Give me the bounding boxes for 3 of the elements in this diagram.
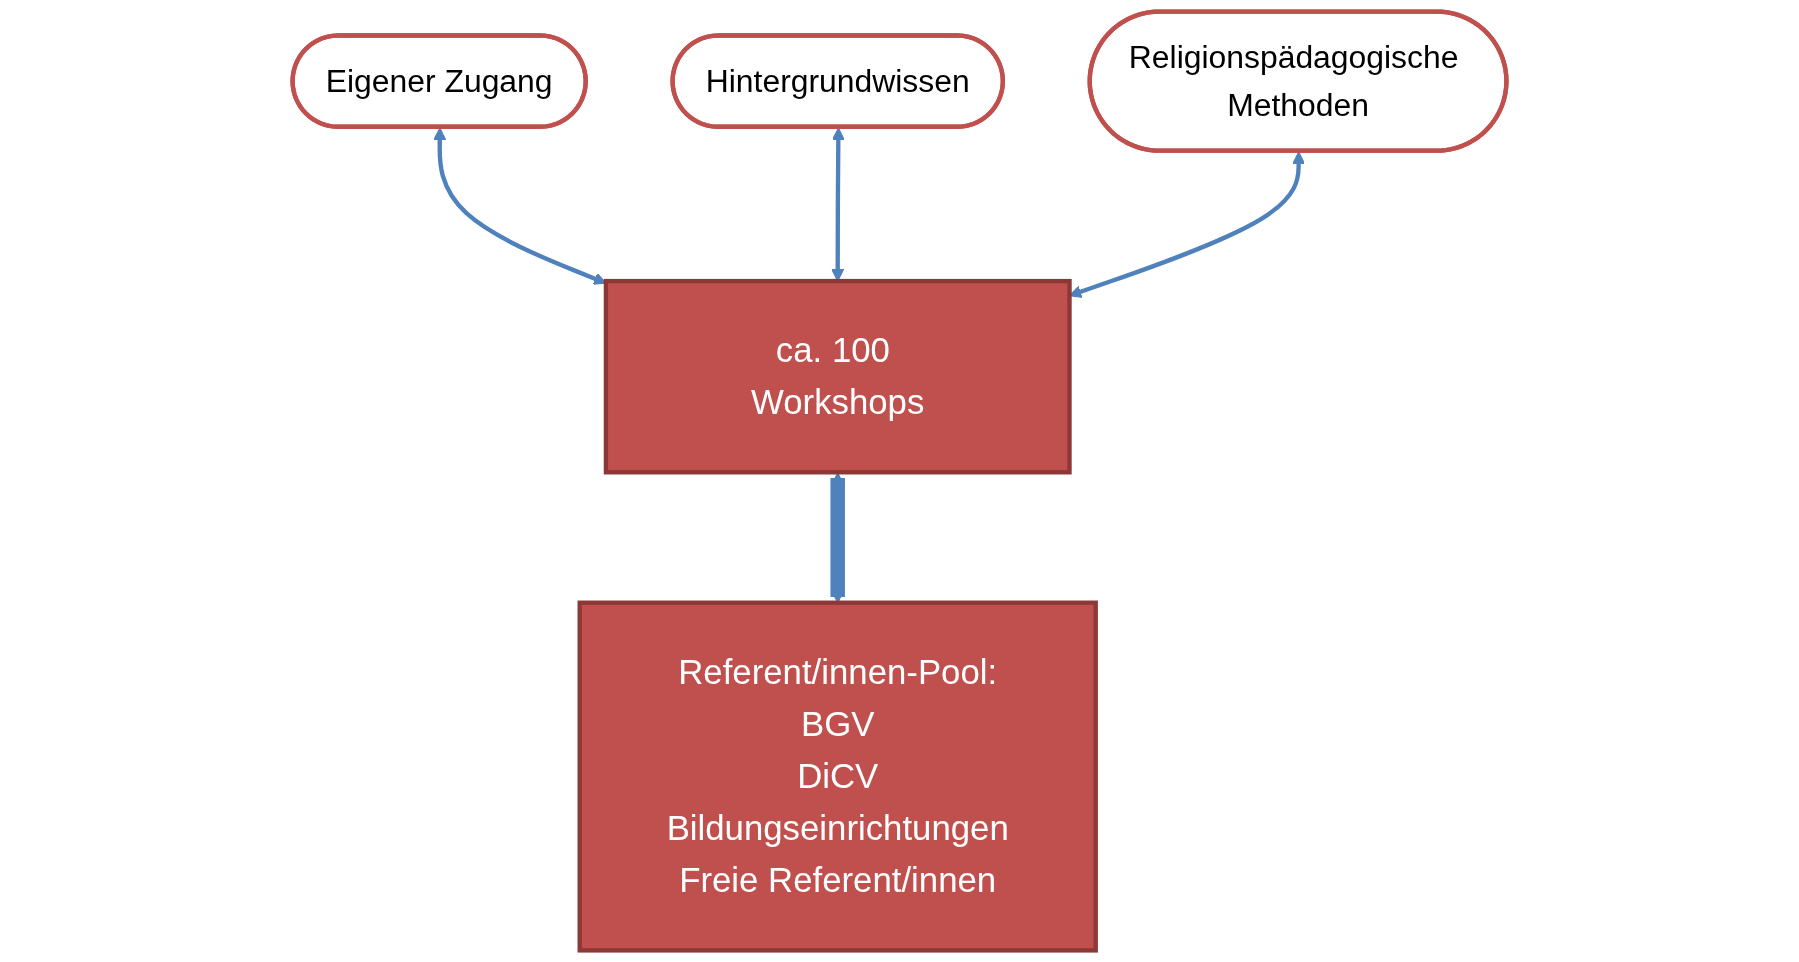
node-box: ca. 100 Workshops xyxy=(603,278,1072,475)
node-box: Referent/innen-Pool: BGV DiCV Bildungseinrichtungen Freie Referent/innen xyxy=(577,600,1098,953)
arrow xyxy=(433,127,607,285)
